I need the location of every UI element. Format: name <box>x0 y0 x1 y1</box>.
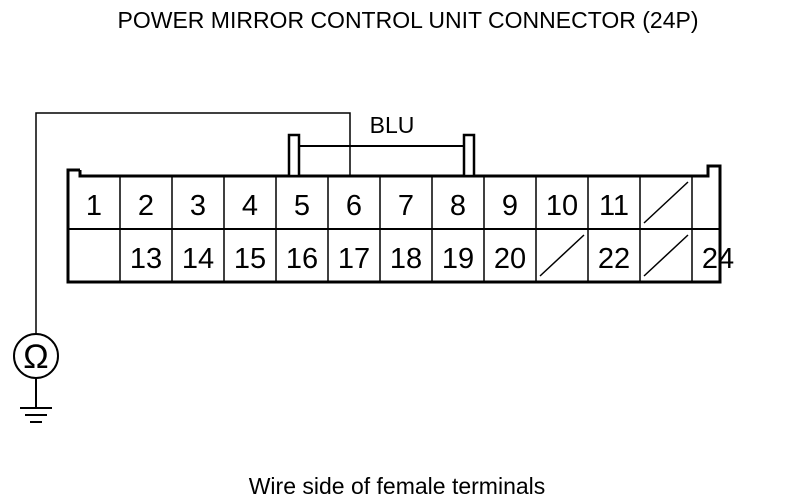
pin-number: 16 <box>286 243 318 275</box>
pin-number: 15 <box>234 243 266 275</box>
pin-number: 22 <box>598 243 630 275</box>
pin-number: 10 <box>546 190 578 222</box>
diagram-caption: Wire side of female terminals <box>249 473 546 499</box>
pin-number: 6 <box>346 190 362 222</box>
pin-number: 5 <box>294 190 310 222</box>
pin-number: 24 <box>702 243 734 275</box>
connector-row-1: 1 2 3 4 5 6 7 8 9 10 11 <box>86 176 693 229</box>
pin-number: 7 <box>398 190 414 222</box>
diagram-title: POWER MIRROR CONTROL UNIT CONNECTOR (24P… <box>118 7 699 33</box>
ohmmeter-icon: Ω <box>13 333 59 379</box>
pin-number: 14 <box>182 243 214 275</box>
ohm-symbol: Ω <box>23 338 48 376</box>
pin-number: 9 <box>502 190 518 222</box>
pin-number: 3 <box>190 190 206 222</box>
pin-number: 1 <box>86 190 102 222</box>
pin-number: 4 <box>242 190 258 222</box>
pin-number: 13 <box>130 243 162 275</box>
unused-cavity-slash <box>643 181 689 224</box>
unused-cavity-slash <box>643 234 689 277</box>
unused-cavity-slash <box>539 234 585 277</box>
pin-number: 2 <box>138 190 154 222</box>
pin-number: 18 <box>390 243 422 275</box>
ground-icon <box>20 378 52 423</box>
connector-lock-tab <box>287 133 476 178</box>
wire-color-label: BLU <box>370 112 415 138</box>
pin-number: 17 <box>338 243 370 275</box>
test-lead-wire <box>35 112 351 334</box>
pin-number: 19 <box>442 243 474 275</box>
pin-number: 8 <box>450 190 466 222</box>
connector-row-2: 13 14 15 16 17 18 19 20 22 24 <box>119 229 734 282</box>
pin-number: 20 <box>494 243 526 275</box>
pin-number: 11 <box>599 190 629 222</box>
